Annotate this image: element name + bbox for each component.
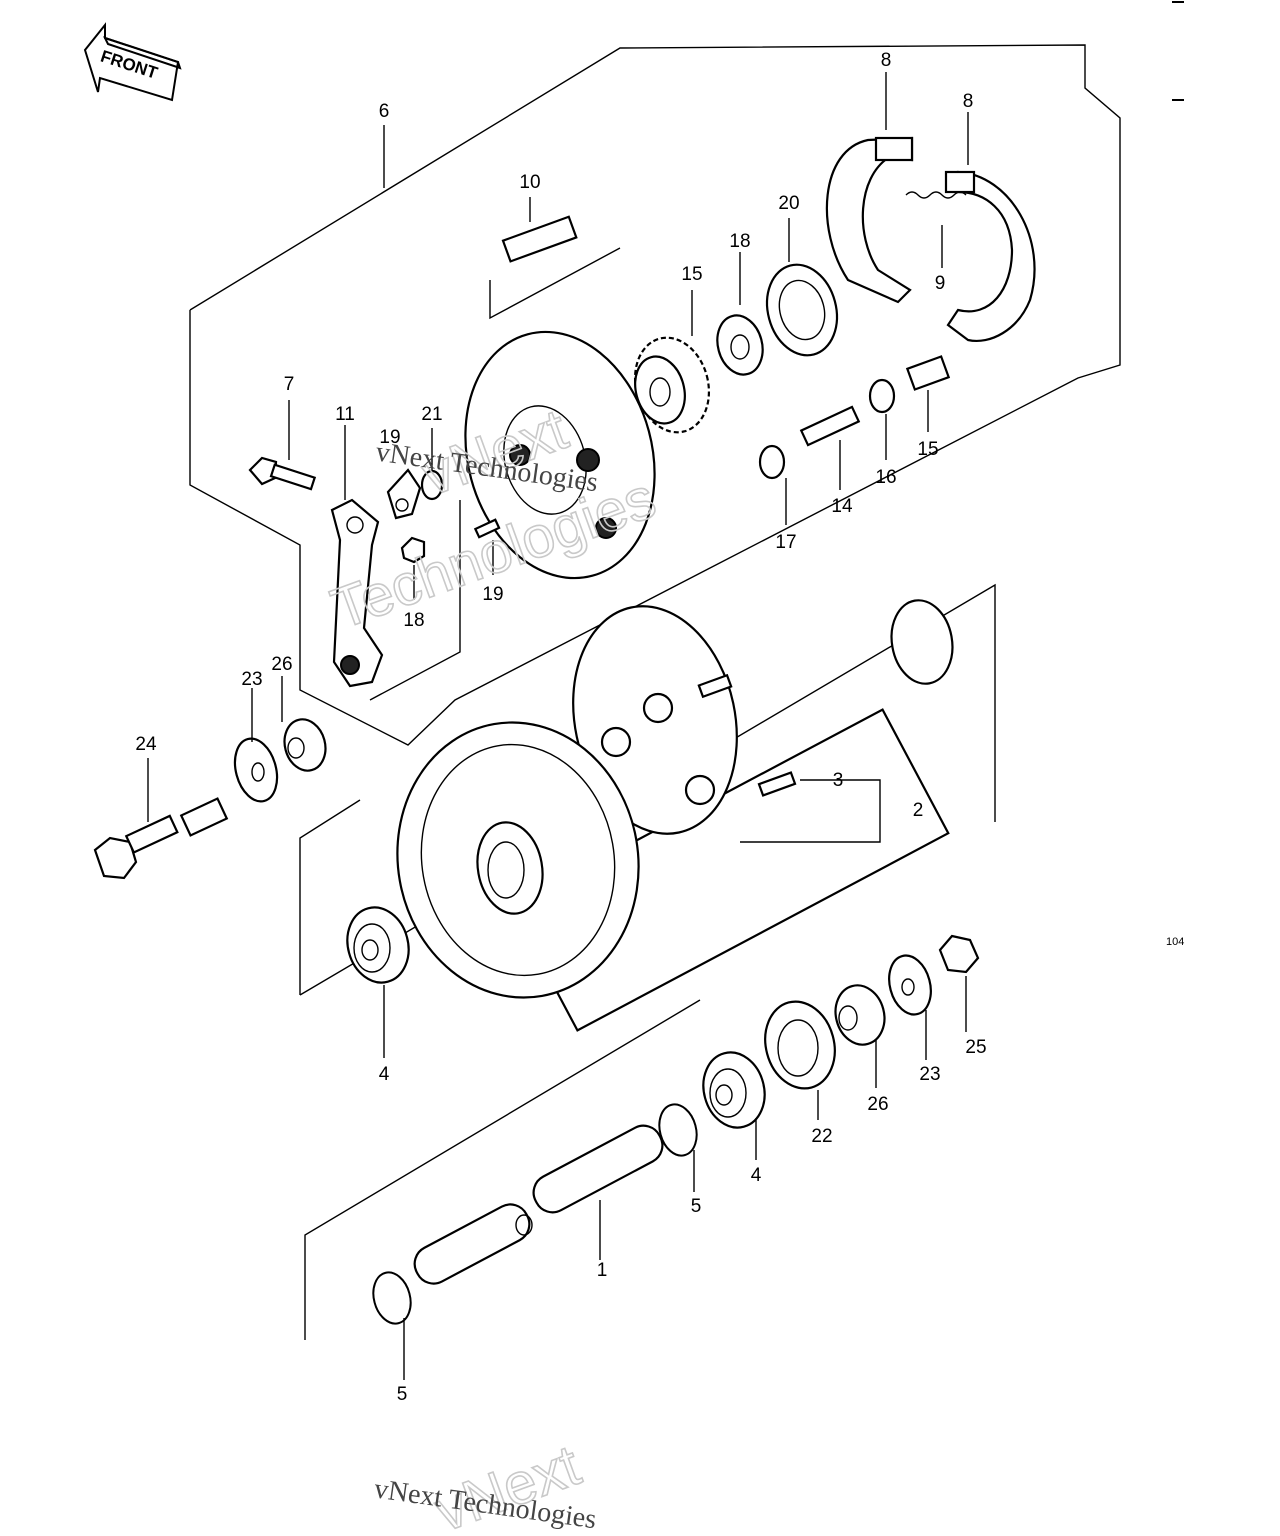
callout-23-right: 23 <box>919 1064 940 1085</box>
part-2-wheel-hub <box>396 599 954 1032</box>
part-5-circlip-lower <box>372 1271 412 1380</box>
callout-6: 6 <box>379 101 390 122</box>
callout-4-right: 4 <box>751 1165 762 1186</box>
callout-22: 22 <box>811 1126 832 1147</box>
callout-14: 15 <box>917 439 938 460</box>
callout-15-upper: 16 <box>875 467 896 488</box>
callout-4-left: 4 <box>379 1064 390 1085</box>
part-24-bolt <box>93 758 179 880</box>
callout-1: 1 <box>597 1260 608 1281</box>
part-18-key <box>473 518 501 575</box>
callout-21: 21 <box>421 404 442 425</box>
part-26-spacer-left <box>281 676 327 772</box>
part-12-pinion <box>799 405 861 490</box>
part-9-spring <box>905 191 967 268</box>
reference-code: 104 <box>1166 936 1184 948</box>
part-collar <box>179 797 229 837</box>
callout-23-left: 23 <box>241 669 262 690</box>
front-arrow-icon: FRONT <box>83 22 182 102</box>
part-15-washer-lower <box>758 444 787 525</box>
part-22-seal <box>764 1000 836 1120</box>
part-25-nut <box>938 934 980 1032</box>
brake-panel-assembly-outline <box>189 44 1121 746</box>
part-21-oring <box>420 428 444 501</box>
part-20-seal <box>765 218 839 357</box>
callout-19: 19 <box>379 427 400 448</box>
part-8-brake-shoe-right <box>944 112 1036 343</box>
part-7-bolt <box>248 400 317 491</box>
callout-20: 20 <box>778 193 799 214</box>
leader-assembly-line <box>369 500 461 701</box>
callout-8-left: 8 <box>881 50 892 71</box>
wheel-hub-assembly-outline <box>299 799 361 995</box>
part-3-stud <box>697 673 881 843</box>
part-5-circlip-upper <box>658 1103 698 1192</box>
callout-11: 11 <box>335 404 355 425</box>
callout-7: 7 <box>284 374 295 395</box>
part-13-gear <box>633 290 711 434</box>
callout-12: 14 <box>831 496 853 517</box>
part-4-bearing-left <box>346 906 410 1058</box>
callout-5-lower: 5 <box>397 1384 408 1405</box>
callout-26-left: 26 <box>271 654 292 675</box>
callout-24: 24 <box>135 734 157 755</box>
part-14-adjuster <box>905 355 951 432</box>
callout-13: 15 <box>681 264 702 285</box>
part-16-washer <box>716 252 764 376</box>
part-19-indicator <box>386 468 422 520</box>
part-26-spacer-right <box>834 984 886 1088</box>
callout-labels: 6 10 8 8 20 18 9 15 7 11 21 19 15 16 14 … <box>135 50 986 1405</box>
part-1-axle-sleeve-right <box>532 1124 664 1260</box>
callout-5-upper: 5 <box>691 1196 702 1217</box>
callout-3: 3 <box>833 770 844 791</box>
part-23-washer-left <box>233 688 279 803</box>
part-8-brake-shoe-left <box>825 72 914 304</box>
callout-2: 2 <box>913 800 924 821</box>
axle-assembly-outline <box>304 999 701 1340</box>
part-11-lever <box>330 425 384 688</box>
part-15-washer-upper <box>868 378 896 460</box>
callout-26-right: 26 <box>867 1094 888 1115</box>
part-1-axle-sleeve-left <box>413 1203 533 1285</box>
part-4-bearing-right <box>702 1051 766 1160</box>
callout-9: 9 <box>935 273 946 294</box>
part-17-nut <box>400 536 426 600</box>
callout-18: 19 <box>482 584 503 605</box>
callout-10: 10 <box>519 172 540 193</box>
part-brake-panel <box>464 330 656 580</box>
part-10-pin <box>489 197 621 320</box>
part-23-washer-right <box>888 954 932 1060</box>
callout-15-lower: 17 <box>775 532 796 553</box>
callout-8-right: 8 <box>963 91 974 112</box>
callout-16: 18 <box>729 231 750 252</box>
callout-17: 18 <box>403 610 424 631</box>
callout-25: 25 <box>965 1037 986 1058</box>
